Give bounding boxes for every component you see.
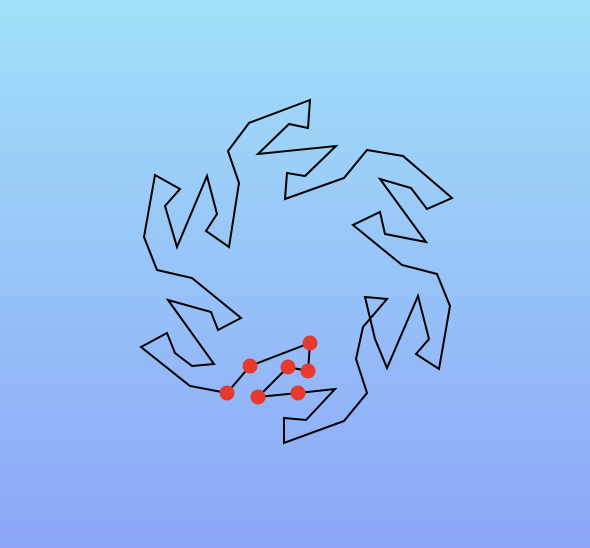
rosette-outline bbox=[139, 98, 454, 445]
vertex-point-5 bbox=[280, 359, 296, 375]
vertex-point-6 bbox=[250, 389, 266, 405]
vertex-point-2 bbox=[242, 358, 258, 374]
vertex-point-7 bbox=[290, 385, 306, 401]
vertex-point-4 bbox=[300, 363, 316, 379]
vertex-markers bbox=[219, 335, 318, 405]
vertex-point-1 bbox=[219, 385, 235, 401]
vertex-point-3 bbox=[302, 335, 318, 351]
